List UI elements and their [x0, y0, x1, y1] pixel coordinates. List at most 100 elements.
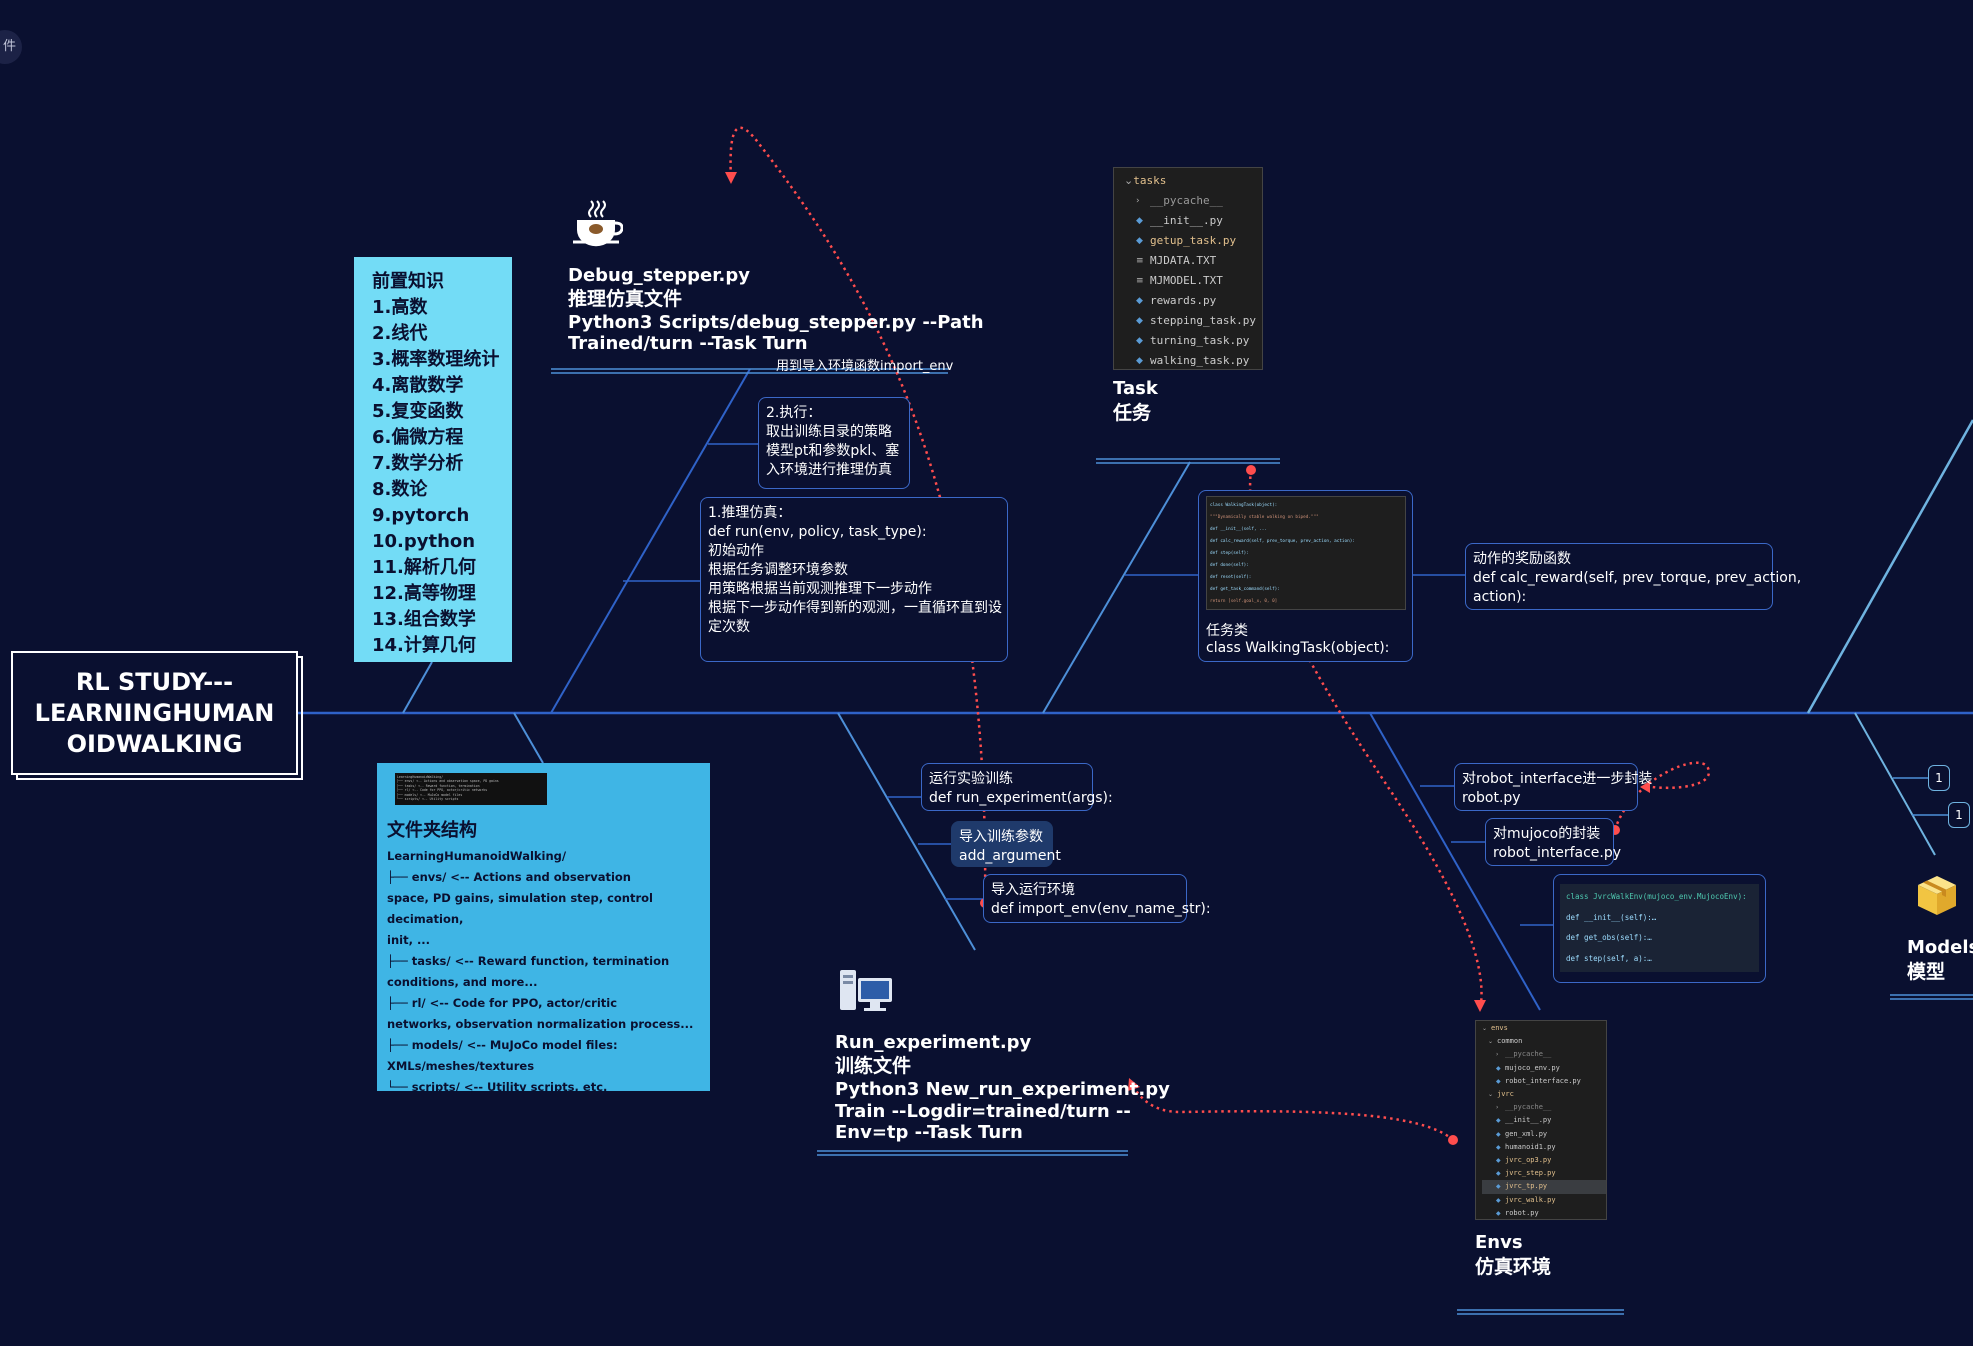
- folder-line: init, ...: [387, 933, 431, 947]
- models-badge-2[interactable]: 1: [1948, 802, 1970, 828]
- corner-tab[interactable]: 件: [0, 30, 22, 64]
- envs-tree-item[interactable]: __pycache__: [1505, 1050, 1552, 1059]
- reward-box-line: def calc_reward(self, prev_torque, prev_…: [1473, 570, 1802, 586]
- python-file-icon: ◆: [1496, 1077, 1501, 1085]
- exec-box-line: 入环境进行推理仿真: [766, 462, 892, 478]
- task-branch: [1042, 461, 1191, 714]
- envs-tree-item[interactable]: __init__.py: [1505, 1116, 1552, 1125]
- prereq-item: 4.离散数学: [372, 375, 464, 396]
- envs-code-line: def reset_model(self):…: [1566, 969, 1753, 972]
- folder-line: ├── rl/ <-- Code for PPO, actor/critic: [387, 996, 618, 1010]
- root-node[interactable]: RL STUDY--- LEARNINGHUMAN OIDWALKING: [11, 651, 298, 775]
- folder-structure-node[interactable]: LearningHumanoidWalking/├── envs/ <-- Ac…: [377, 763, 710, 1094]
- reward-box[interactable]: 动作的奖励函数 def calc_reward(self, prev_torque…: [1465, 543, 1802, 610]
- task-code-line: def reset(self):: [1210, 575, 1252, 580]
- tasks-tree-item[interactable]: MJDATA.TXT: [1150, 254, 1217, 267]
- folder-code-thumbnail: LearningHumanoidWalking/├── envs/ <-- Ac…: [395, 773, 547, 805]
- tasks-tree-item[interactable]: rewards.py: [1150, 294, 1217, 307]
- envs-box2-line: 对mujoco的封装: [1493, 826, 1601, 842]
- envs-tree-item[interactable]: jvrc: [1497, 1090, 1514, 1099]
- envs-tree-item[interactable]: robot_interface.py: [1505, 1076, 1581, 1085]
- envs-tree-item[interactable]: jvrc_tp.py: [1505, 1182, 1548, 1191]
- exec-box-line: 取出训练目录的策略: [766, 424, 892, 440]
- task-code-line: return [self.goal_x, 0, 0]: [1210, 599, 1278, 604]
- tasks-tree-item[interactable]: __pycache__: [1150, 194, 1223, 207]
- relation-dot-2: [1246, 465, 1256, 475]
- tasks-tree-item[interactable]: __init__.py: [1150, 214, 1223, 227]
- tasks-tree-item[interactable]: getup_task.py: [1150, 234, 1237, 247]
- folder-chevron-icon: ›: [1496, 1051, 1499, 1059]
- run-box3-line: def import_env(env_name_str):: [991, 901, 1211, 917]
- envs-tree-item[interactable]: mujoco_env.py: [1505, 1063, 1560, 1072]
- infer-box-line: 定次数: [708, 619, 750, 635]
- folder-chevron-icon: ⌄: [1482, 1025, 1488, 1032]
- python-file-icon: ◆: [1136, 336, 1143, 346]
- envs-tree-item[interactable]: gen_xml.py: [1505, 1129, 1548, 1138]
- tasks-tree-item[interactable]: stepping_task.py: [1150, 314, 1256, 327]
- models-badge-1[interactable]: 1: [1928, 765, 1950, 791]
- python-file-icon: ◆: [1136, 296, 1143, 306]
- folder-branch: [513, 712, 544, 764]
- envs-tree-item[interactable]: humanoid1.py: [1505, 1142, 1556, 1151]
- tasks-tree-item[interactable]: walking_task.py: [1150, 354, 1250, 367]
- import-env-link-label: 用到导入环境函数import_env: [776, 359, 954, 374]
- envs-title[interactable]: Envs: [1475, 1232, 1523, 1253]
- task-title[interactable]: Task: [1113, 378, 1158, 399]
- envs-box1-line: 对robot_interface进一步封装: [1462, 771, 1653, 787]
- exec-box-line: 2.执行：: [766, 405, 822, 421]
- envs-tree-item[interactable]: jvrc_step.py: [1505, 1169, 1556, 1178]
- folder-line: ├── models/ <-- MuJoCo model files:: [387, 1038, 618, 1052]
- relation-arrowhead-3: [1128, 1078, 1140, 1091]
- envs-tree-item[interactable]: jvrc_walk.py: [1505, 1195, 1556, 1204]
- reward-box-line: 动作的奖励函数: [1473, 551, 1571, 567]
- jvrc-walk-env-box[interactable]: class JvrcWalkEnv(mujoco_env.MujocoEnv):…: [1553, 874, 1766, 983]
- debug-title[interactable]: Debug_stepper.py: [568, 265, 751, 286]
- envs-tree-item[interactable]: jvrc_op3.py: [1505, 1156, 1552, 1165]
- envs-tree-item[interactable]: robot.py: [1505, 1208, 1539, 1217]
- models-subtitle: 模型: [1907, 961, 1946, 983]
- envs-tree-item[interactable]: envs: [1491, 1024, 1508, 1032]
- debug-branch: [550, 368, 751, 714]
- envs-subtitle: 仿真环境: [1475, 1256, 1552, 1278]
- computer-icon: [838, 968, 894, 1016]
- text-file-icon: ≡: [1136, 276, 1144, 286]
- infer-box-line: 根据下一步动作得到新的观测，一直循环直到设: [708, 600, 1002, 616]
- package-icon: [1915, 873, 1959, 917]
- walking-task-box[interactable]: class WalkingTask(object): """Dynamicall…: [1198, 490, 1413, 662]
- folder-line: networks, observation normalization proc…: [387, 1017, 694, 1031]
- python-file-icon: ◆: [1136, 236, 1143, 246]
- prereq-item: 2.线代: [372, 323, 428, 344]
- root-line-3: OIDWALKING: [66, 729, 243, 758]
- prereq-item: 13.组合数学: [372, 609, 476, 630]
- python-file-icon: ◆: [1496, 1064, 1501, 1072]
- envs-code-line: def get_obs(self):…: [1566, 933, 1652, 942]
- run-box2-line: add_argument: [959, 848, 1061, 864]
- chevron-down-icon[interactable]: ⌄: [1124, 174, 1134, 187]
- prereq-item: 14.计算几何: [372, 635, 476, 656]
- prereq-item: 11.解析几何: [372, 557, 476, 578]
- prereq-item: 前置知识: [372, 271, 444, 292]
- task-class-def: class WalkingTask(object):: [1206, 640, 1390, 656]
- exec-box[interactable]: 2.执行：取出训练目录的策略模型pt和参数pkl、塞入环境进行推理仿真: [758, 397, 910, 489]
- tasks-tree-item[interactable]: turning_task.py: [1150, 334, 1250, 347]
- tasks-tree-item[interactable]: MJMODEL.TXT: [1150, 274, 1223, 287]
- tasks-tree-root[interactable]: tasks: [1133, 174, 1167, 187]
- envs-file-tree: ⌄envs⌄common›__pycache__◆mujoco_env.py◆r…: [1475, 1020, 1607, 1220]
- root-line-1: RL STUDY---: [75, 667, 234, 696]
- corner-tab-label: 件: [2, 39, 16, 54]
- folder-line: conditions, and more...: [387, 975, 538, 989]
- models-title[interactable]: Models: [1907, 937, 1973, 958]
- tasks-file-tree: ⌄ tasks›__pycache__◆__init__.py◆getup_ta…: [1113, 167, 1263, 370]
- folder-chevron-icon: ›: [1496, 1104, 1499, 1112]
- run-cmd-1: Python3 New_run_experiment.py: [835, 1079, 1170, 1100]
- infer-box[interactable]: 1.推理仿真：def run(env, policy, task_type):初…: [700, 497, 1008, 662]
- envs-tree-item[interactable]: common: [1497, 1037, 1523, 1046]
- envs-tree-item[interactable]: __pycache__: [1505, 1103, 1552, 1112]
- run-title[interactable]: Run_experiment.py: [835, 1032, 1032, 1053]
